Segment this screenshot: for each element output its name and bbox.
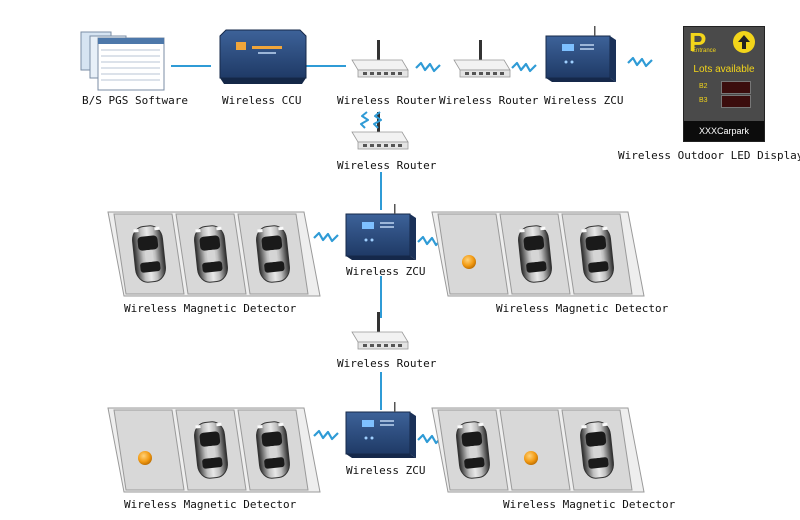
router-top-right-icon (453, 39, 511, 78)
led-parking-letter: P (689, 27, 707, 57)
label-detector-top-right: Wireless Magnetic Detector (496, 302, 669, 315)
parking-row-bottom-right (431, 407, 645, 493)
label-router-middle: Wireless Router (337, 159, 437, 172)
zcu-middle-icon (345, 203, 417, 261)
car-icon (130, 224, 168, 284)
led-entrance-label: Entrance (692, 48, 717, 54)
router-middle-icon (351, 111, 409, 150)
label-zcu-lower: Wireless ZCU (346, 464, 426, 477)
label-detector-top-left: Wireless Magnetic Detector (124, 302, 297, 315)
car-icon (254, 420, 292, 480)
car-icon (578, 224, 616, 284)
parking-slot (113, 409, 185, 491)
magnetic-detector-icon (524, 451, 538, 465)
label-router-top-left: Wireless Router (337, 94, 437, 107)
label-ccu: Wireless CCU (222, 94, 302, 107)
up-arrow-icon (733, 31, 755, 53)
led-count-b2 (721, 81, 751, 94)
signal-zcu-led (626, 56, 654, 68)
led-count-b3 (721, 95, 751, 108)
label-software: B/S PGS Software (82, 94, 188, 107)
signal-router-zcu (510, 61, 538, 73)
label-detector-bottom-right: Wireless Magnetic Detector (503, 498, 676, 511)
led-level-b3: B3 (699, 97, 708, 104)
parking-row-top-right (431, 211, 645, 297)
magnetic-detector-icon (462, 255, 476, 269)
car-icon (516, 224, 554, 284)
signal-router-vertical (360, 111, 369, 129)
parking-slot (499, 409, 571, 491)
zcu-top-icon (545, 25, 617, 83)
outdoor-led-display: P Entrance Lots available B2 B3 XXXCarpa… (683, 26, 765, 142)
parking-row-top-left (107, 211, 321, 297)
signal-zcu-left-low (312, 429, 340, 441)
label-router-lower: Wireless Router (337, 357, 437, 370)
led-carpark-name: XXXCarpark (684, 121, 764, 141)
parking-row-bottom-left (107, 407, 321, 493)
signal-router-router (414, 61, 442, 73)
car-icon (192, 224, 230, 284)
label-router-top-right: Wireless Router (439, 94, 539, 107)
label-detector-bottom-left: Wireless Magnetic Detector (124, 498, 297, 511)
router-top-left-icon (351, 39, 409, 78)
led-lots-available: Lots available (693, 64, 755, 75)
magnetic-detector-icon (138, 451, 152, 465)
car-icon (578, 420, 616, 480)
label-zcu-middle: Wireless ZCU (346, 265, 426, 278)
car-icon (454, 420, 492, 480)
parking-slot (437, 213, 509, 295)
zcu-lower-icon (345, 401, 417, 459)
label-led-display: Wireless Outdoor LED Display (618, 149, 800, 162)
led-level-b2: B2 (699, 83, 708, 90)
software-screens-icon (80, 31, 165, 91)
ccu-device-icon (219, 29, 307, 84)
car-icon (192, 420, 230, 480)
car-icon (254, 224, 292, 284)
label-zcu-top: Wireless ZCU (544, 94, 624, 107)
signal-zcu-left-mid (312, 231, 340, 243)
